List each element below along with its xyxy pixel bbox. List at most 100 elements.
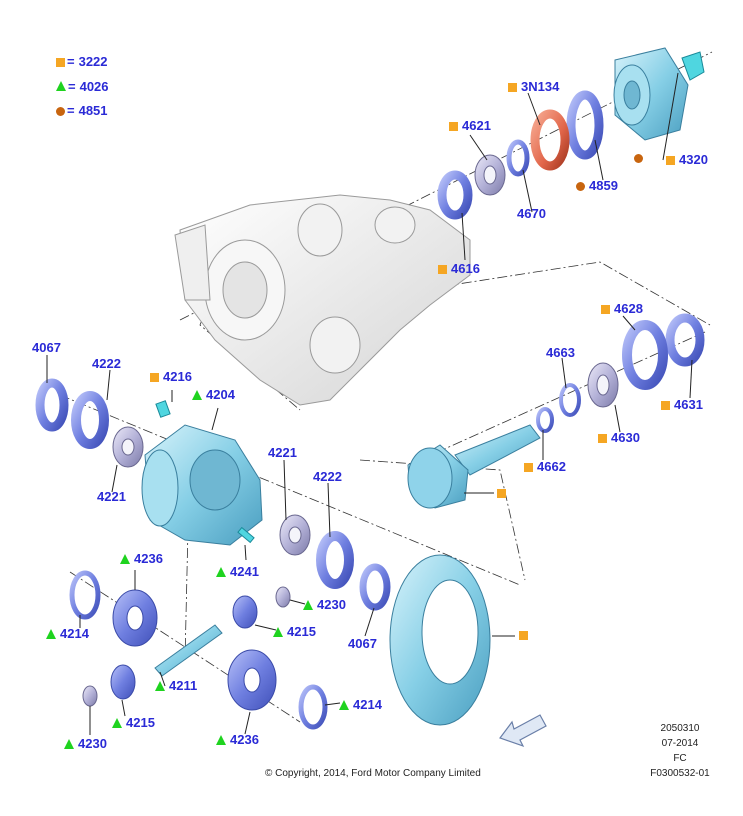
- pinion-shaft: [407, 424, 541, 509]
- drawing-date: 07-2014: [661, 738, 699, 749]
- triangle-marker-icon: [112, 718, 122, 728]
- triangle-marker-icon: [64, 739, 74, 749]
- triangle-marker-icon: [216, 735, 226, 745]
- part-label-4663: 4663: [546, 345, 575, 360]
- part-label-4216: 4216: [150, 370, 192, 384]
- washer-4230-top: [275, 586, 291, 608]
- legend-row-circle: =4851: [56, 103, 108, 118]
- seal-4067-left: [35, 378, 69, 432]
- washer-4214-top: [69, 570, 101, 620]
- part-label-4222-right: 4222: [313, 469, 342, 484]
- bearing-4630: [587, 362, 619, 408]
- bearing-4621: [474, 154, 506, 196]
- washer-4230-bottom: [82, 685, 98, 707]
- part-label-4320: 4320: [666, 153, 708, 167]
- square-marker-icon: [449, 122, 458, 131]
- direction-arrow-icon: [499, 714, 547, 748]
- drawing-code: 2050310: [660, 723, 700, 734]
- drawing-fc: FC: [673, 753, 687, 764]
- pin-4211: [154, 624, 223, 677]
- square-marker-icon: [661, 401, 670, 410]
- part-label-4067-left: 4067: [32, 340, 61, 355]
- triangle-marker-icon: [120, 554, 130, 564]
- differential-case: [141, 424, 263, 546]
- part-label-4214-top: 4214: [46, 627, 89, 641]
- seal-3n134: [530, 109, 570, 171]
- part-label-4204: 4204: [192, 388, 235, 402]
- part-label-4067-right: 4067: [348, 636, 377, 651]
- ring-gear: [389, 554, 491, 726]
- part-label-4222-left: 4222: [92, 356, 121, 371]
- gear-4215-top: [232, 595, 258, 629]
- legend-row-square: =3222: [56, 54, 108, 69]
- ring-4662: [536, 407, 554, 433]
- part-label-4241: 4241: [216, 565, 259, 579]
- square-marker-icon: [150, 373, 159, 382]
- shim-4670: [506, 139, 530, 177]
- triangle-marker-icon: [303, 600, 313, 610]
- triangle-marker-icon: [56, 81, 66, 91]
- square-marker-icon: [497, 489, 506, 498]
- gearbox-housing: [174, 194, 471, 406]
- part-label-4670: 4670: [517, 206, 546, 221]
- square-marker-icon: [524, 463, 533, 472]
- washer-4214-bottom: [298, 684, 328, 730]
- part-label-4215-bottom: 4215: [112, 716, 155, 730]
- ring-4663: [559, 383, 581, 417]
- cup-4628: [622, 320, 668, 390]
- gear-4215-bottom: [110, 664, 136, 700]
- part-label-4236-top: 4236: [120, 552, 163, 566]
- gear-4236-bottom: [227, 649, 277, 711]
- leader-lines: [46, 72, 693, 735]
- circle-marker-icon: [56, 107, 65, 116]
- drawing-ref: F0300532-01: [650, 768, 710, 779]
- square-marker-icon: [601, 305, 610, 314]
- square-marker-icon: [598, 434, 607, 443]
- square-marker-icon: [519, 631, 528, 640]
- copyright-text: © Copyright, 2014, Ford Motor Company Li…: [265, 768, 481, 779]
- part-label-4214-bottom: 4214: [339, 698, 382, 712]
- part-label-4630: 4630: [598, 431, 640, 445]
- square-marker-icon: [508, 83, 517, 92]
- triangle-marker-icon: [155, 681, 165, 691]
- part-label-4230-top: 4230: [303, 598, 346, 612]
- part-label-4221-left: 4221: [97, 489, 126, 504]
- triangle-marker-icon: [339, 700, 349, 710]
- part-label-4621: 4621: [449, 119, 491, 133]
- part-label-3n134: 3N134: [508, 80, 559, 94]
- part-label-4859: 4859: [576, 179, 618, 193]
- part-label-4221-right: 4221: [268, 445, 297, 460]
- square-marker-icon: [666, 156, 675, 165]
- seal-4631: [665, 313, 705, 367]
- part-label-4628: 4628: [601, 302, 643, 316]
- triangle-marker-icon: [192, 390, 202, 400]
- cup-4222-left: [71, 391, 109, 449]
- triangle-marker-icon: [46, 629, 56, 639]
- part-label-4631: 4631: [661, 398, 703, 412]
- gear-4236-top: [112, 589, 158, 647]
- circle-marker-icon: [634, 154, 643, 163]
- legend-part: 4026: [79, 79, 109, 94]
- triangle-marker-icon: [273, 627, 283, 637]
- square-marker-icon: [438, 265, 447, 274]
- part-label-4616: 4616: [438, 262, 480, 276]
- part-label-4662: 4662: [524, 460, 566, 474]
- part-label-4230-bottom: 4230: [64, 737, 107, 751]
- cup-4222-right: [316, 531, 354, 589]
- bearing-4221-left: [112, 426, 144, 468]
- seal-4859: [566, 90, 604, 160]
- circle-marker-icon: [576, 182, 585, 191]
- part-label-4215-top: 4215: [273, 625, 316, 639]
- output-flange: [613, 47, 705, 141]
- bolt-4216: [155, 400, 171, 418]
- triangle-marker-icon: [216, 567, 226, 577]
- cup-4616: [437, 170, 473, 220]
- seal-4067-right: [359, 563, 391, 611]
- legend-row-triangle: =4026: [56, 79, 109, 94]
- bearing-4221-right: [279, 514, 311, 556]
- part-label-4236-bottom: 4236: [216, 733, 259, 747]
- part-label-4211: 4211: [155, 679, 197, 693]
- legend-part: 4851: [78, 103, 108, 118]
